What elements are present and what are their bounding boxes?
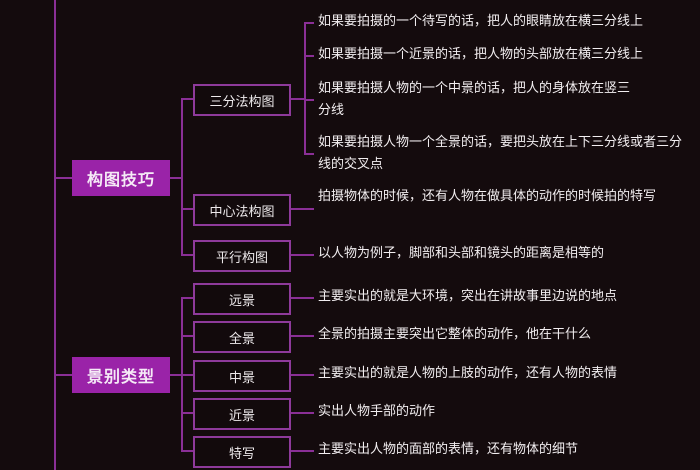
main-node-shot-types[interactable]: 景别类型 — [72, 357, 170, 393]
branch2-vertical — [181, 297, 183, 450]
branch1-vertical — [181, 98, 183, 254]
leaf-text: 实出人物手部的动作 — [318, 404, 436, 419]
connector — [291, 297, 314, 299]
connector — [55, 374, 72, 376]
connector — [181, 450, 193, 452]
connector — [291, 335, 314, 337]
connector — [304, 99, 314, 101]
connector — [304, 55, 314, 57]
connector — [291, 208, 314, 210]
connector — [304, 22, 314, 24]
connector — [181, 208, 193, 210]
leaf-text: 如果要拍摄人物一个全景的话，要把头放在上下三分线或者三分线的交叉点 — [318, 135, 683, 172]
connector — [291, 254, 314, 256]
main-node-composition[interactable]: 构图技巧 — [72, 160, 170, 196]
sub-node-close-shot[interactable]: 近景 — [193, 398, 291, 430]
leaf-text: 如果要拍摄一个近景的话，把人物的头部放在横三分线上 — [318, 47, 644, 62]
root-trunk-line — [54, 0, 56, 470]
connector — [181, 412, 193, 414]
leaf-text: 主要实出的就是人物的上肢的动作，还有人物的表情 — [318, 366, 618, 381]
sub-node-center-composition[interactable]: 中心法构图 — [193, 194, 291, 226]
leaf-bracket — [304, 22, 306, 155]
connector — [291, 374, 314, 376]
connector — [181, 254, 193, 256]
sub-node-long-shot[interactable]: 远景 — [193, 283, 291, 315]
leaf-text: 如果要拍摄的一个待写的话，把人的眼睛放在横三分线上 — [318, 14, 644, 29]
connector — [181, 98, 193, 100]
sub-node-full-shot[interactable]: 全景 — [193, 321, 291, 353]
sub-node-parallel-composition[interactable]: 平行构图 — [193, 240, 291, 272]
connector — [181, 335, 193, 337]
connector — [304, 153, 314, 155]
connector — [291, 98, 305, 100]
connector — [170, 374, 182, 376]
connector — [170, 177, 182, 179]
connector — [181, 374, 193, 376]
sub-node-close-up[interactable]: 特写 — [193, 436, 291, 468]
sub-node-medium-shot[interactable]: 中景 — [193, 360, 291, 392]
connector — [55, 177, 72, 179]
leaf-text: 以人物为例子，脚部和头部和镜头的距离是相等的 — [318, 246, 605, 261]
sub-node-rule-of-thirds[interactable]: 三分法构图 — [193, 84, 291, 116]
leaf-text: 主要实出人物的面部的表情，还有物体的细节 — [318, 442, 579, 457]
connector — [291, 412, 314, 414]
leaf-text: 全景的拍摄主要突出它整体的动作，他在干什么 — [318, 327, 592, 342]
leaf-text: 如果要拍摄人物的一个中景的话，把人的身体放在竖三分线 — [318, 81, 631, 118]
connector — [291, 450, 314, 452]
connector — [181, 297, 193, 299]
leaf-text: 拍摄物体的时候，还有人物在做具体的动作的时候拍的特写 — [318, 189, 657, 204]
leaf-text: 主要实出的就是大环境，突出在讲故事里边说的地点 — [318, 289, 618, 304]
